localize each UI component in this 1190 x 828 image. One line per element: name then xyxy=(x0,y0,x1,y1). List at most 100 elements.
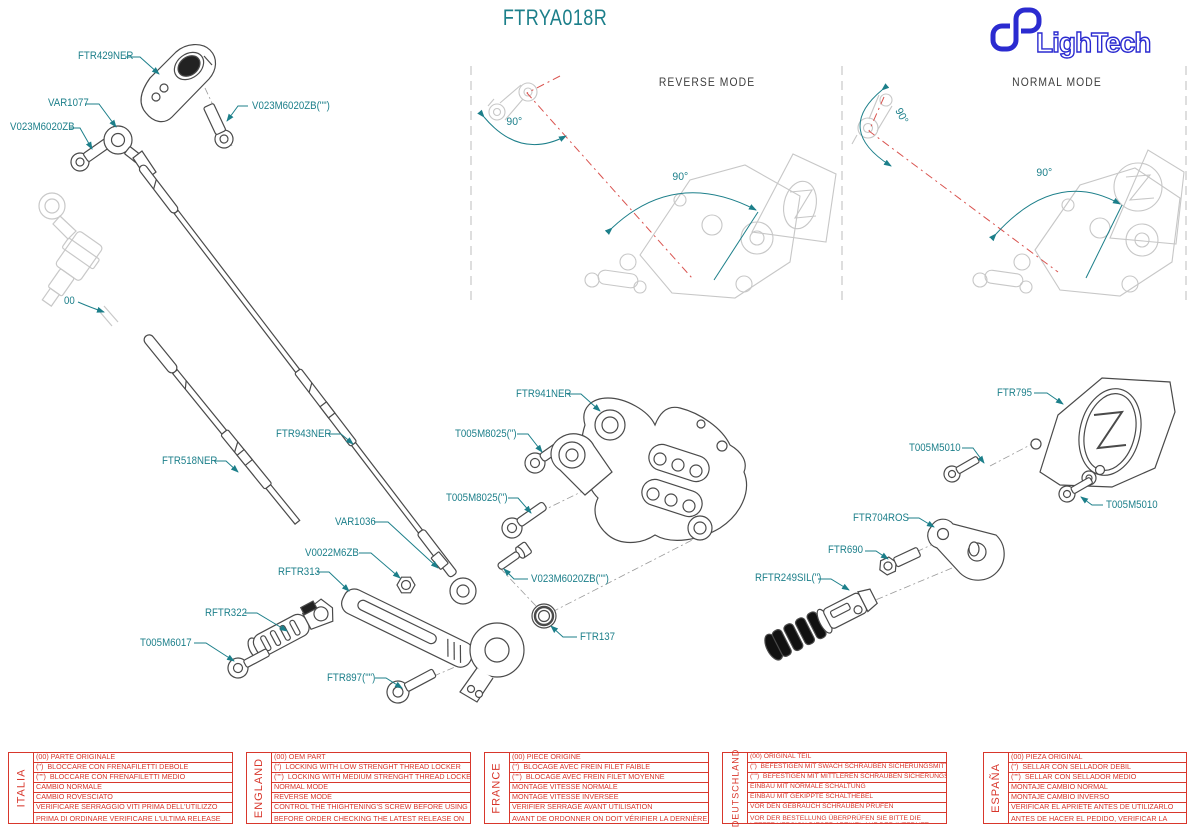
legend-row: (") BLOCAGE AVEC FREIN FILET FAIBLE xyxy=(510,763,708,773)
legend-row: ("") BLOCAGE AVEC FREIN FILET MOYENNE xyxy=(510,773,708,783)
legend-row: VERIFICARE SERRAGGIO VITI PRIMA DELL'UTI… xyxy=(34,803,232,813)
part-label-v023m6020zb: V023M6020ZB xyxy=(10,121,75,133)
legend-row: (") BLOCCARE CON FRENAFILETTI DEBOLE xyxy=(34,763,232,773)
legend-row: CONTROL THE THIGHTENING'S SCREW BEFORE U… xyxy=(272,803,470,813)
part-label-00: 00 xyxy=(64,295,75,307)
legend-row: (00) PIEZA ORIGINAL xyxy=(1009,753,1186,763)
normal-rod-centerline xyxy=(868,96,1059,273)
panel-separators xyxy=(470,66,1187,303)
legend-country-deutschland: DEUTSCHLAND xyxy=(723,749,748,827)
part-ftr795-drawing xyxy=(1030,377,1176,488)
legend-row: VOR DER BESTELLUNG ÜBERPRÜFEN SIE BITTE … xyxy=(750,814,929,824)
part-label-t005m8025-1: T005M8025(") xyxy=(455,428,517,440)
legend-box-italia: ITALIA (00) PARTE ORIGINALE (") BLOCCARE… xyxy=(8,752,233,824)
legend-row: (") LOCKING WITH LOW STRENGHT THREAD LOC… xyxy=(272,763,470,773)
legend-box-france: FRANCE (00) PIECE ORIGINE (") BLOCAGE AV… xyxy=(484,752,709,824)
legend-country-france: FRANCE xyxy=(485,753,510,823)
legend-row: CAMBIO NORMALE xyxy=(34,783,232,793)
part-ftr943ner-drawing xyxy=(138,164,457,578)
part-label-var1077: VAR1077 xyxy=(48,97,89,109)
part-rftr322-drawing xyxy=(247,598,334,660)
reverse-angle-upper: 90° xyxy=(506,116,523,128)
part-label-ftr690: FTR690 xyxy=(828,544,863,556)
reverse-angle-arcs xyxy=(477,109,759,281)
legend-row: EINBAU MIT NORMALE SCHALTUNG xyxy=(748,783,946,793)
legend-row: (00) PIECE ORIGINE xyxy=(510,753,708,763)
part-label-ftr897: FTR897("") xyxy=(327,672,376,684)
legend-country-england: ENGLAND xyxy=(247,753,272,823)
logo-monogram-icon xyxy=(990,7,1042,52)
part-label-ftr704ros: FTR704ROS xyxy=(853,512,909,524)
logo-wordmark: LighTech xyxy=(1036,27,1150,58)
part-v023m6020zb-left-drawing xyxy=(70,138,112,172)
legend-row: REVERSE MODE xyxy=(272,793,470,803)
part-label-v023m6020zb-3: V023M6020ZB("") xyxy=(531,573,609,585)
legend-country-espana: ESPAÑA xyxy=(984,753,1009,823)
part-ftr704ros-drawing xyxy=(927,518,1005,581)
part-v023m6020zb-top-drawing xyxy=(203,103,234,149)
part-t005m5010-1-drawing xyxy=(943,456,980,483)
part-label-ftr518ner: FTR518NER xyxy=(162,455,218,467)
normal-angle-arcs xyxy=(859,83,1123,279)
part-label-t005m5010-1: T005M5010 xyxy=(909,442,961,454)
legend-row: MONTAJE CAMBIO INVERSO xyxy=(1009,793,1186,803)
part-label-var1036: VAR1036 xyxy=(335,516,376,528)
part-t005m5010-2-drawing xyxy=(1058,477,1093,503)
page-title: FTRYA018R xyxy=(502,5,608,30)
legend-row: VERIFIER SERRAGE AVANT UTILISATION xyxy=(510,803,708,813)
normal-mode-label: NORMAL MODE xyxy=(1012,77,1102,89)
part-v023m6020zb-mid-drawing xyxy=(497,541,532,570)
part-label-ftr943ner: FTR943NER xyxy=(276,428,332,440)
legend-row: ANTES DE HACER EL PEDIDO, VERIFICAR LA U… xyxy=(1011,813,1167,823)
legend-row: (") BEFESTIGEN MIT SWACH SCHRAUBEN SICHE… xyxy=(748,763,946,773)
legend-row: (00) OEM PART xyxy=(272,753,470,763)
part-lever-boss-drawing xyxy=(459,622,525,703)
legend-row: CAMBIO ROVESCIATO xyxy=(34,793,232,803)
part-label-t005m8025-2: T005M8025(") xyxy=(446,492,508,504)
part-label-ftr429ner: FTR429NER xyxy=(78,50,134,62)
legend-row: ("") BEFESTIGEN MIT MITTLEREN SCHRAUBEN … xyxy=(748,773,946,783)
leader-lines xyxy=(70,56,1103,689)
legend-row: MONTAJE CAMBIO NORMAL xyxy=(1009,783,1186,793)
part-label-v023m6020zb-2: V023M6020ZB("") xyxy=(252,100,330,112)
part-ftr137-drawing xyxy=(531,603,557,629)
part-ftr518ner-drawing xyxy=(143,334,301,525)
part-00-drawing xyxy=(38,192,119,327)
part-label-ftr137: FTR137 xyxy=(580,631,615,643)
part-t005m6017-drawing xyxy=(227,648,270,679)
part-label-rftr249sil: RFTR249SIL(") xyxy=(755,572,822,584)
legend-box-england: ENGLAND (00) OEM PART (") LOCKING WITH L… xyxy=(246,752,471,824)
part-rftr313-drawing xyxy=(341,588,474,668)
legend-row: BEFORE ORDER CHECKING THE LATEST RELEASE… xyxy=(274,813,465,823)
part-ftr429ner-drawing xyxy=(140,44,217,123)
part-label-v0022m6zb: V0022M6ZB xyxy=(305,547,359,559)
lightech-logo: LighTech xyxy=(980,2,1180,64)
reverse-mode-drawing xyxy=(487,82,837,299)
legend-box-espana: ESPAÑA (00) PIEZA ORIGINAL (") SELLAR CO… xyxy=(983,752,1187,824)
normal-angle-lower: 90° xyxy=(1036,167,1053,179)
main-exploded-view xyxy=(38,44,1176,704)
part-ftr690-drawing xyxy=(879,547,921,576)
legend-row: MONTAGE VITESSE NORMALE xyxy=(510,783,708,793)
part-label-ftr795: FTR795 xyxy=(997,387,1032,399)
legend-row: VOR DEN GEBRAUCH SCHRAUBEN PRÜFEN xyxy=(748,803,946,813)
legend-row: ("") BLOCCARE CON FRENAFILETTI MEDIO xyxy=(34,773,232,783)
part-v0022m6zb-drawing xyxy=(396,576,416,594)
reverse-angle-lower: 90° xyxy=(672,171,689,183)
legend-row: EINBAU MIT GEKIPPTE SCHALTHEBEL xyxy=(748,793,946,803)
reverse-mode-label: REVERSE MODE xyxy=(658,77,756,89)
legend-row: ("") LOCKING WITH MEDIUM STRENGHT THREAD… xyxy=(272,773,470,783)
part-label-rftr313: RFTR313 xyxy=(278,566,320,578)
part-var1036-drawing xyxy=(430,551,477,605)
legend-row: VERIFICAR EL APRIETE ANTES DE UTILIZARLO xyxy=(1009,803,1186,813)
legend-row: (00) ORIGINAL TEIL xyxy=(748,753,946,763)
part-t005m8025-2-drawing xyxy=(501,501,547,539)
part-rftr249sil-drawing xyxy=(764,588,878,661)
part-ftr941ner-drawing xyxy=(550,397,748,544)
part-label-t005m5010-2: T005M5010 xyxy=(1106,499,1158,511)
legend-row: AVANT DE ORDONNER ON DOIT VÉRIFIER LA DE… xyxy=(512,813,708,823)
legend-box-deutschland: DEUTSCHLAND (00) ORIGINAL TEIL (") BEFES… xyxy=(722,749,947,827)
legend-country-italia: ITALIA xyxy=(9,753,34,823)
legend-row: PRIMA DI ORDINARE VERIFICARE L'ULTIMA RE… xyxy=(36,813,221,823)
